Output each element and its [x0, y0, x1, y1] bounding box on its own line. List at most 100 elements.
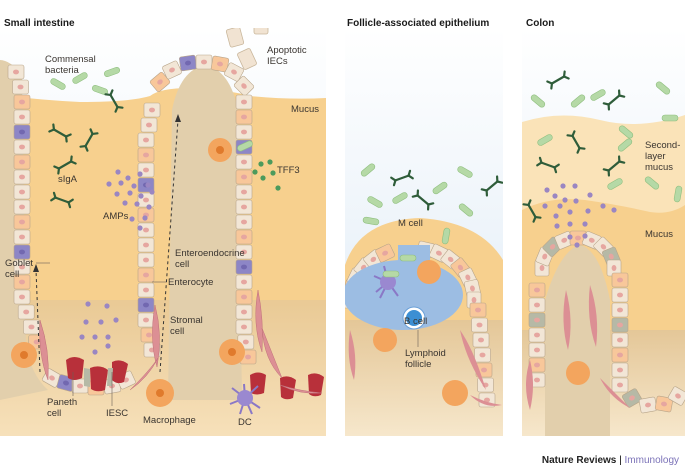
amp-particle	[567, 221, 573, 227]
epithelial-cell	[13, 199, 31, 215]
epithelial-cell	[235, 229, 253, 245]
epithelial-cell	[611, 317, 629, 333]
epithelial-cell	[528, 357, 546, 373]
epithelial-cell	[13, 139, 31, 155]
migration-arrow	[159, 119, 179, 373]
epithelial-cell	[7, 64, 25, 80]
epithelial-cell	[235, 214, 253, 230]
antibody-icon	[546, 70, 570, 90]
epithelial-cell	[137, 252, 155, 268]
stromal-cells	[348, 330, 502, 406]
amp-particle	[138, 193, 144, 199]
epithelial-cell	[137, 207, 155, 223]
epithelial-cell	[233, 75, 255, 97]
epithelium-small-intestine	[7, 54, 257, 396]
antibody-icon	[79, 128, 99, 152]
antibody-icon	[602, 155, 626, 177]
macrophage-icon	[566, 361, 590, 385]
label-macrophage: Macrophage	[143, 415, 196, 426]
epithelial-cell	[13, 229, 31, 245]
amp-particle	[142, 215, 148, 221]
label-lymphoid-2: follicle	[405, 359, 431, 370]
amp-particle	[573, 198, 579, 204]
epithelial-cell	[13, 289, 31, 305]
epithelial-cell	[528, 282, 546, 298]
amp-particle	[587, 192, 593, 198]
bacterium-icon	[399, 254, 417, 262]
epithelial-cell	[235, 109, 253, 125]
amp-particle	[113, 317, 119, 323]
epithelial-cell	[23, 319, 40, 335]
amp-particle	[114, 191, 120, 197]
antibody-icon	[566, 130, 586, 154]
amp-particle	[134, 201, 140, 207]
epithelial-cell	[528, 372, 546, 388]
label-second-layer: Second-	[645, 140, 680, 151]
amp-particle	[553, 213, 559, 219]
amp-particle	[125, 175, 131, 181]
epithelial-cell	[235, 199, 253, 215]
amp-particle	[98, 319, 104, 325]
journal-section: Immunology	[624, 455, 679, 466]
epithelial-cell	[472, 332, 490, 348]
label-m-cell: M cell	[398, 218, 423, 229]
amp-particle	[544, 187, 550, 193]
amp-particle	[118, 180, 124, 186]
bacterium-icon	[362, 216, 380, 226]
antibody-icon	[480, 175, 503, 197]
amp-particle	[611, 207, 617, 213]
epithelial-cell	[235, 289, 253, 305]
epithelial-cell	[471, 317, 488, 333]
label-lymphoid: Lymphoid	[405, 348, 446, 359]
antibody-icon	[53, 155, 77, 175]
epithelial-cell	[528, 297, 546, 313]
label-apoptotic: Apoptotic	[267, 45, 307, 56]
amp-particle	[129, 216, 135, 222]
amp-particle	[600, 203, 606, 209]
tff3-particle	[270, 170, 276, 176]
label-apoptotic-2: IECs	[267, 56, 288, 67]
antibody-icon	[536, 156, 560, 174]
tff3-particle	[252, 169, 258, 175]
amp-particle	[572, 183, 578, 189]
label-colon-mucus: Mucus	[645, 229, 673, 240]
bacterium-icon	[237, 140, 253, 152]
bacteria-fae	[360, 163, 474, 278]
bacterium-icon	[72, 72, 88, 84]
epithelial-cell	[235, 304, 253, 320]
bacterium-icon	[530, 94, 546, 108]
epithelial-cell	[528, 312, 546, 328]
epithelial-cell	[375, 243, 395, 263]
epithelial-cell	[137, 237, 155, 253]
antibodies-colon	[522, 70, 626, 223]
label-goblet-2: cell	[5, 269, 19, 280]
bacterium-icon	[441, 227, 451, 245]
antibody-icon	[390, 169, 414, 187]
amp-particle	[567, 209, 573, 215]
antibody-icon	[602, 89, 626, 111]
stromal-cells	[39, 289, 323, 394]
label-dc: DC	[238, 417, 252, 428]
arrow-head	[175, 114, 181, 122]
epithelial-cell	[13, 184, 31, 200]
label-second-layer-2: layer	[645, 151, 666, 162]
bacterium-icon	[382, 270, 400, 278]
amp-particle	[582, 233, 588, 239]
tff3-particle	[260, 175, 266, 181]
bacterium-icon	[367, 196, 383, 208]
panel-colon	[522, 28, 685, 436]
panel-title-colon: Colon	[526, 18, 554, 29]
bacterium-icon	[661, 114, 679, 122]
amp-particle	[106, 181, 112, 187]
epithelial-cell	[611, 332, 629, 348]
label-enteroendocrine: Enteroendocrine	[175, 248, 245, 259]
bacterium-icon	[432, 181, 448, 195]
bacterium-icon	[360, 163, 376, 177]
label-goblet: Goblet	[5, 258, 33, 269]
epithelium-colon	[528, 230, 685, 414]
epithelial-cell	[622, 388, 642, 408]
tff3-particle	[267, 159, 273, 165]
epithelial-cell	[611, 272, 629, 288]
epithelial-cell	[611, 287, 629, 303]
